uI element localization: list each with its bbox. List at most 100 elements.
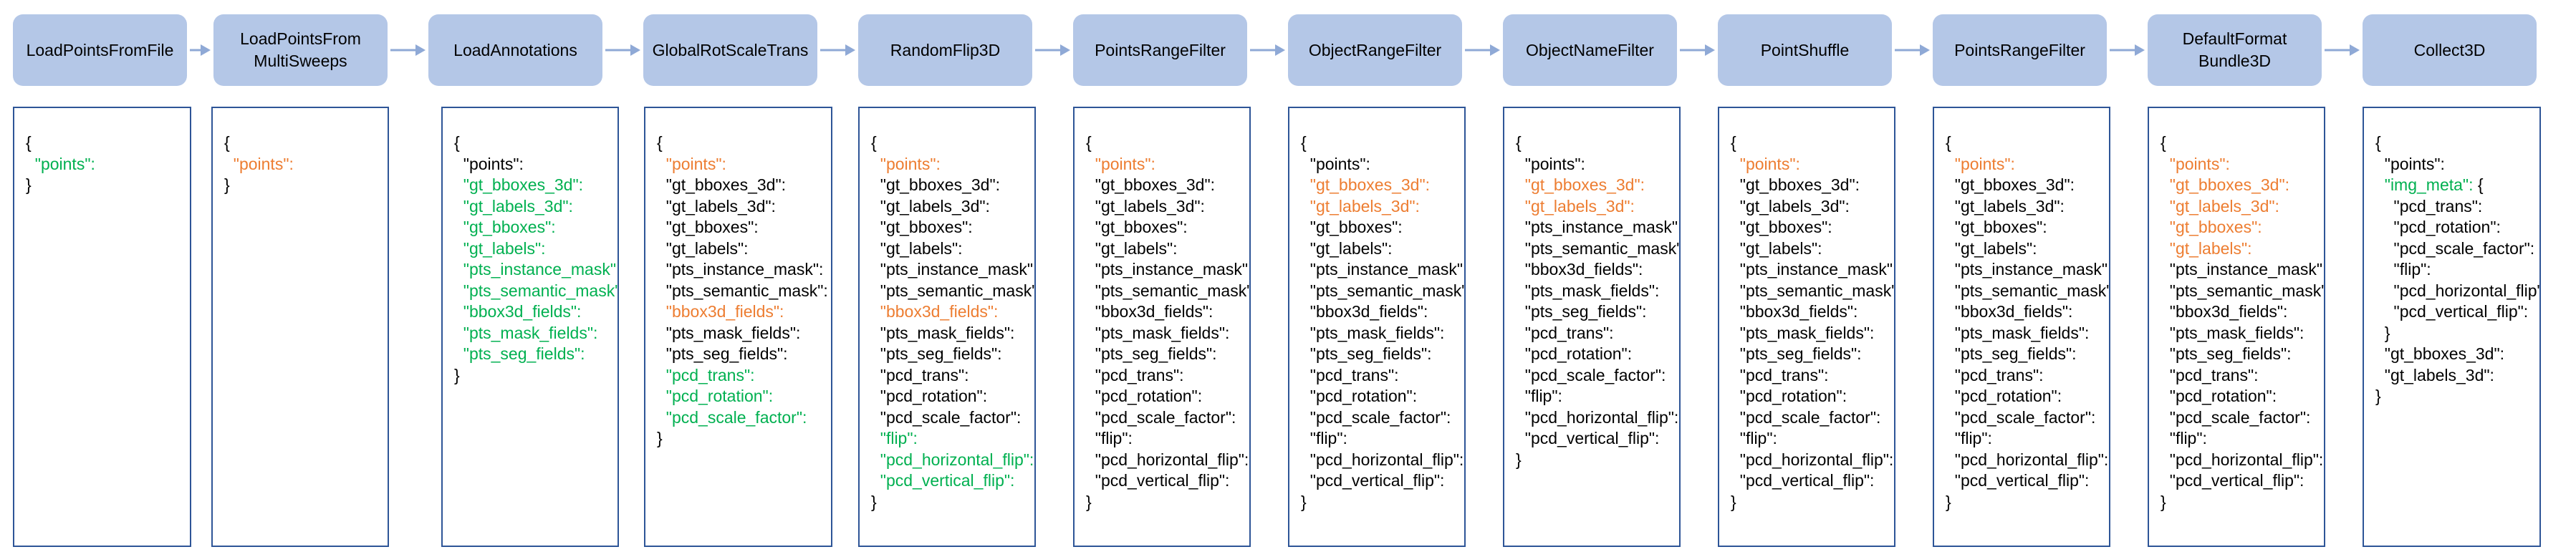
dict-key: "img_meta": xyxy=(2375,175,2474,194)
arrow-connector xyxy=(820,44,855,56)
dict-key: "pcd_rotation": xyxy=(657,387,774,405)
dict-key: "gt_labels": xyxy=(2161,238,2252,258)
dict-key-line: "gt_labels": xyxy=(1946,238,2109,260)
arrow-connector xyxy=(1250,44,1285,56)
node-label: ObjectNameFilter xyxy=(1526,40,1654,59)
dict-key-line: "flip": xyxy=(2375,259,2539,281)
dict-key: "pcd_vertical_flip": xyxy=(1086,471,1230,490)
dict-key-line: "pts_semantic_mask": xyxy=(1946,281,2109,302)
dict-key: "pcd_scale_factor": xyxy=(1946,407,2096,427)
dict-key-line: "gt_bboxes_3d": xyxy=(1731,175,1894,196)
dict-key-line: "pcd_rotation": xyxy=(1516,344,1679,365)
dict-key: "pcd_vertical_flip": xyxy=(1731,471,1875,490)
panel-random-flip-3d: { "points": "gt_bboxes_3d": "gt_labels_3… xyxy=(858,107,1036,547)
node-default-format-bundle-3d: DefaultFormat Bundle3D xyxy=(2148,14,2322,86)
dict-key: "pcd_scale_factor": xyxy=(1731,407,1881,427)
dict-key: "pts_mask_fields": xyxy=(1731,323,1875,342)
dict-key: "pts_mask_fields": xyxy=(2161,323,2305,342)
dict-key-line: } xyxy=(2161,492,2324,513)
dict-key-line: } xyxy=(26,175,190,196)
node-label: PointShuffle xyxy=(1760,40,1850,59)
dict-key-line: "pcd_scale_factor": xyxy=(1946,407,2109,429)
node-points-range-filter: PointsRangeFilter xyxy=(1933,14,2107,86)
dict-key: "pcd_horizontal_flip": xyxy=(2161,450,2324,469)
dict-key-line: "pcd_rotation": xyxy=(1301,386,1464,407)
dict-key: "bbox3d_fields": xyxy=(1516,260,1643,278)
dict-key-line: "points": xyxy=(657,154,831,175)
dict-key-line: "gt_labels": xyxy=(1731,238,1894,260)
dict-key: "pcd_rotation": xyxy=(2161,387,2277,405)
dict-key-line: "pcd_vertical_flip": xyxy=(1516,428,1679,450)
panel-load-points-from-multi-sweeps: { "points":} xyxy=(211,107,389,547)
dict-key-line: "gt_labels": xyxy=(454,238,617,260)
dict-key: "pcd_scale_factor": xyxy=(871,407,1022,427)
node-points-range-filter: PointsRangeFilter xyxy=(1073,14,1247,86)
dict-key-line: { xyxy=(2375,132,2539,154)
dict-key: "gt_bboxes_3d": xyxy=(1731,175,1860,194)
dict-key-line: "pts_mask_fields": xyxy=(1086,323,1249,344)
dict-key-line: "gt_labels_3d": xyxy=(1086,196,1249,218)
dict-key: "pcd_trans": xyxy=(1946,365,2044,384)
dict-key: "pts_seg_fields": xyxy=(1731,344,1862,363)
dict-key-line: "pts_semantic_mask": xyxy=(871,281,1034,302)
dict-key: "gt_bboxes": xyxy=(454,218,556,236)
dict-key: "pts_instance_mask": xyxy=(871,260,1036,278)
dict-key: "gt_bboxes_3d": xyxy=(1516,175,1645,194)
dict-key-line: "bbox3d_fields": xyxy=(1086,301,1249,323)
dict-key: "pts_seg_fields": xyxy=(2161,344,2292,363)
node-object-name-filter: ObjectNameFilter xyxy=(1503,14,1677,86)
dict-key-line: "gt_bboxes": xyxy=(1301,217,1464,238)
dict-key: "gt_bboxes": xyxy=(657,218,759,236)
dict-key: "points": xyxy=(1301,154,1370,173)
dict-key-line: "pts_instance_mask": xyxy=(1301,259,1464,281)
dict-key: "pts_mask_fields": xyxy=(657,323,801,342)
dict-key: "gt_bboxes_3d": xyxy=(871,175,1001,194)
dict-key: } xyxy=(657,429,663,447)
node-point-shuffle: PointShuffle xyxy=(1718,14,1892,86)
dict-key: "pcd_trans": xyxy=(1301,365,1399,384)
dict-key: "pcd_trans": xyxy=(2161,365,2259,384)
dict-key: "flip": xyxy=(871,429,918,447)
dict-key-line: "points": xyxy=(871,154,1034,175)
dict-key-line: "pcd_horizontal_flip": xyxy=(1301,450,1464,471)
dict-key-line: } xyxy=(1946,492,2109,513)
dict-key: "pcd_rotation": xyxy=(1946,387,2062,405)
dict-key-line: "gt_labels_3d": xyxy=(2161,196,2324,218)
dict-key-line: "pcd_scale_factor": xyxy=(1516,365,1679,387)
node-load-points-from-file: LoadPointsFromFile xyxy=(13,14,187,86)
dict-key: } xyxy=(871,492,877,511)
dict-key: { xyxy=(2161,133,2166,152)
dict-key-line: "gt_bboxes_3d": xyxy=(1516,175,1679,196)
dict-key: "gt_bboxes": xyxy=(871,218,973,236)
dict-key-line: "pts_mask_fields": xyxy=(1731,323,1894,344)
dict-key-line: "gt_labels_3d": xyxy=(1516,196,1679,218)
node-label: ObjectRangeFilter xyxy=(1308,40,1442,59)
dict-key-line: "pcd_scale_factor": xyxy=(2375,238,2539,260)
dict-key: } xyxy=(1086,492,1092,511)
dict-key-line: } xyxy=(1086,492,1249,513)
dict-key: "gt_labels_3d": xyxy=(2161,196,2279,215)
dict-key-line: "pts_instance_mask": xyxy=(871,259,1034,281)
dict-key: "points": xyxy=(26,154,95,173)
dict-key: "pts_semantic_mask": xyxy=(1086,281,1251,300)
arrow-connector xyxy=(1465,44,1500,56)
dict-key-line: "gt_labels": xyxy=(657,238,831,260)
dict-key-line: "pcd_vertical_flip": xyxy=(1301,470,1464,492)
dict-key-line: "pcd_scale_factor": xyxy=(1086,407,1249,429)
dict-key-line: "pts_mask_fields": xyxy=(1301,323,1464,344)
dict-key: "pts_seg_fields": xyxy=(454,344,585,363)
dict-key-line: "flip": xyxy=(1516,386,1679,407)
dict-key-line: "pts_semantic_mask": xyxy=(1731,281,1894,302)
dict-key: "bbox3d_fields": xyxy=(1946,302,2073,321)
dict-key: "pcd_vertical_flip": xyxy=(1301,471,1445,490)
dict-key-line: "pcd_scale_factor": xyxy=(1731,407,1894,429)
dict-key-line: "pcd_rotation": xyxy=(1086,386,1249,407)
dict-key-line: "pts_mask_fields": xyxy=(1946,323,2109,344)
dict-key-line: "pts_seg_fields": xyxy=(871,344,1034,365)
dict-key: "gt_bboxes": xyxy=(1946,218,2047,236)
dict-key: "bbox3d_fields": xyxy=(657,302,784,321)
dict-key-line: "points": xyxy=(2375,154,2539,175)
dict-key: "gt_bboxes": xyxy=(1086,218,1188,236)
node-label: Collect3D xyxy=(2413,40,2486,59)
